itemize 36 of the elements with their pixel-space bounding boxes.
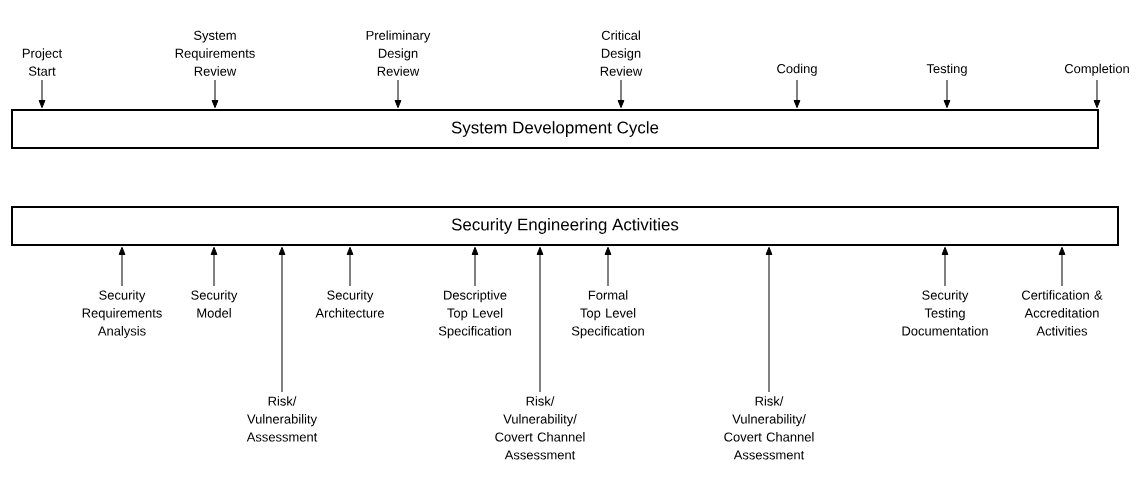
arrow <box>793 79 801 109</box>
arrow <box>536 246 544 393</box>
arrow <box>210 246 218 287</box>
arrow <box>394 79 402 109</box>
arrow <box>346 246 354 287</box>
arrow <box>1093 79 1101 109</box>
arrow <box>943 79 951 109</box>
activity-label: Security Requirements Analysis <box>82 290 162 339</box>
activity-label: Descriptive Top Level Specification <box>438 290 511 339</box>
activity-label: Risk/ Vulnerability/ Covert Channel Assessment <box>495 396 585 460</box>
arrow <box>211 79 219 109</box>
milestone-label: Preliminary Design Review <box>366 30 431 76</box>
milestone-label: Completion <box>1064 63 1129 76</box>
milestone-label: System Requirements Review <box>175 30 255 76</box>
activity-label: Security Model <box>191 290 238 318</box>
arrow <box>941 246 949 287</box>
activity-label: Certification & Accreditation Activities <box>1022 290 1103 336</box>
activity-label: Risk/ Vulnerability Assessment <box>246 396 318 442</box>
activity-label: Formal Top Level Specification <box>571 290 644 339</box>
phase-bar: Security Engineering Activities <box>11 206 1119 246</box>
phase-bar: System Development Cycle <box>11 109 1099 149</box>
arrow <box>471 246 479 287</box>
activity-label: Risk/ Vulnerability/ Covert Channel Assessment <box>724 396 814 460</box>
milestone-label: Coding <box>777 63 817 76</box>
arrow <box>118 246 126 287</box>
milestone-label: Testing <box>926 63 967 76</box>
arrow <box>617 79 625 109</box>
arrow <box>765 246 773 393</box>
activity-label: Security Testing Documentation <box>902 290 988 336</box>
milestone-label: Critical Design Review <box>600 30 643 76</box>
activity-label: Security Architecture <box>315 290 384 318</box>
arrow <box>38 79 46 109</box>
arrow <box>1058 246 1066 287</box>
arrow <box>278 246 286 393</box>
milestone-label: Project Start <box>22 48 63 76</box>
arrow <box>604 246 612 287</box>
